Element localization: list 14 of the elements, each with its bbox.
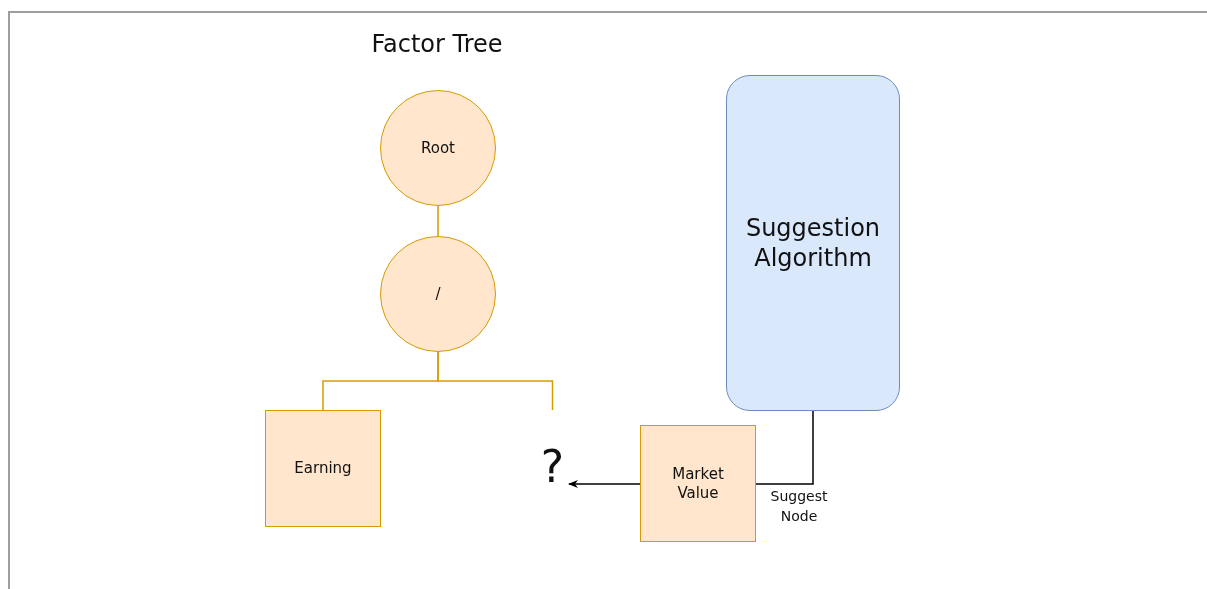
node-label: Suggestion Algorithm <box>744 213 882 273</box>
rounded-box <box>726 75 900 411</box>
diagram-title: Factor Tree <box>370 30 504 58</box>
connector-line <box>755 410 814 485</box>
process-box <box>265 410 381 527</box>
node-label: Earning <box>294 459 352 478</box>
arrow <box>568 480 641 488</box>
node-label: Root <box>421 138 455 158</box>
connector-line <box>437 351 554 411</box>
node-label: Market Value <box>671 464 725 503</box>
node-label: ? <box>540 440 565 494</box>
process-box <box>640 425 756 542</box>
node-label: / <box>435 284 441 304</box>
connector-line <box>437 205 439 237</box>
